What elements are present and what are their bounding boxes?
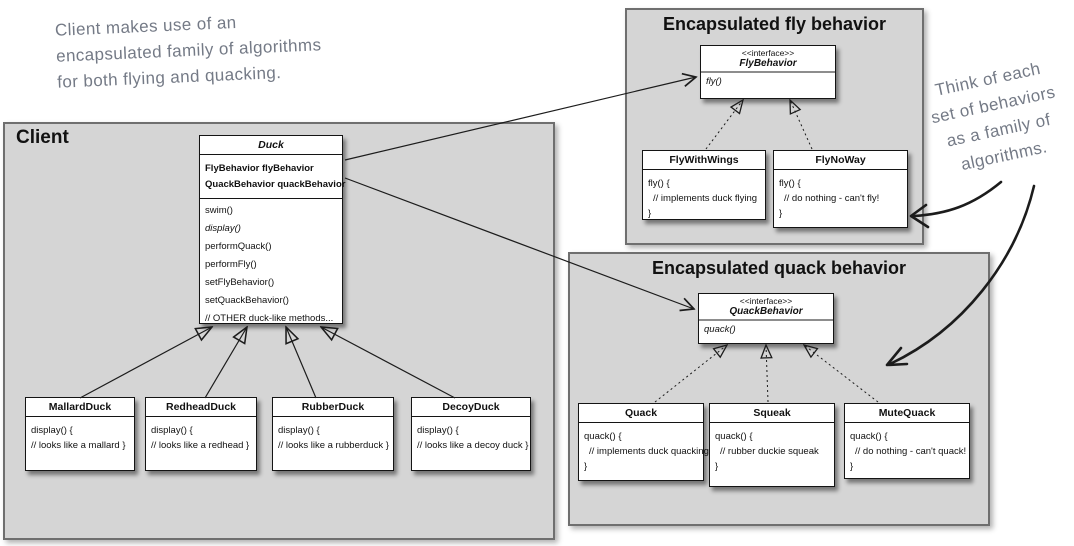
interface-method: fly() — [706, 76, 722, 87]
class-squeak: Squeak quack() { // rubber duckie squeak… — [709, 403, 835, 487]
interface-method: quack() — [704, 324, 736, 335]
class-flywithwings: FlyWithWings fly() { // implements duck … — [642, 150, 766, 220]
duck-attributes: FlyBehavior flyBehavior QuackBehavior qu… — [200, 155, 345, 199]
interface-quackbehavior: <<interface>> QuackBehavior quack() — [698, 293, 834, 344]
interface-flybehavior: <<interface>> FlyBehavior fly() — [700, 45, 836, 99]
client-panel-title: Client — [16, 127, 69, 148]
class-mallardduck: MallardDuck display() { // looks like a … — [25, 397, 135, 471]
stereotype-label: <<interface>> — [741, 48, 795, 58]
class-title: Quack — [579, 404, 703, 423]
family-annotation: Think of each set of behaviors as a fami… — [929, 58, 1057, 175]
class-title: RedheadDuck — [146, 398, 256, 417]
class-rubberduck: RubberDuck display() { // looks like a r… — [272, 397, 394, 471]
stereotype-label: <<interface>> — [739, 296, 793, 306]
class-flynoway: FlyNoWay fly() { // do nothing - can't f… — [773, 150, 908, 228]
interface-name: QuackBehavior — [699, 306, 833, 321]
quack-panel-title: Encapsulated quack behavior — [651, 258, 907, 278]
hand-arrow-to-fly-panel — [912, 180, 1003, 218]
class-title: RubberDuck — [273, 398, 393, 417]
interface-name: FlyBehavior — [701, 58, 835, 73]
class-quack: Quack quack() { // implements duck quack… — [578, 403, 709, 481]
class-title: Squeak — [710, 404, 834, 423]
fly-panel-title: Encapsulated fly behavior — [662, 14, 887, 34]
duck-methods: swim() display() performQuack() performF… — [205, 205, 334, 324]
class-duck: Duck FlyBehavior flyBehavior QuackBehavi… — [199, 135, 345, 324]
class-title: FlyNoWay — [774, 151, 907, 170]
class-title: MallardDuck — [26, 398, 134, 417]
class-title: DecoyDuck — [412, 398, 530, 417]
class-title: FlyWithWings — [643, 151, 765, 170]
class-mutequack: MuteQuack quack() { // do nothing - can'… — [844, 403, 970, 479]
class-title: Duck — [200, 136, 342, 155]
class-redheadduck: RedheadDuck display() { // looks like a … — [145, 397, 257, 471]
class-title: MuteQuack — [845, 404, 969, 423]
client-annotation: Client makes use of an encapsulated fami… — [54, 12, 322, 92]
class-decoyduck: DecoyDuck display() { // looks like a de… — [411, 397, 531, 471]
